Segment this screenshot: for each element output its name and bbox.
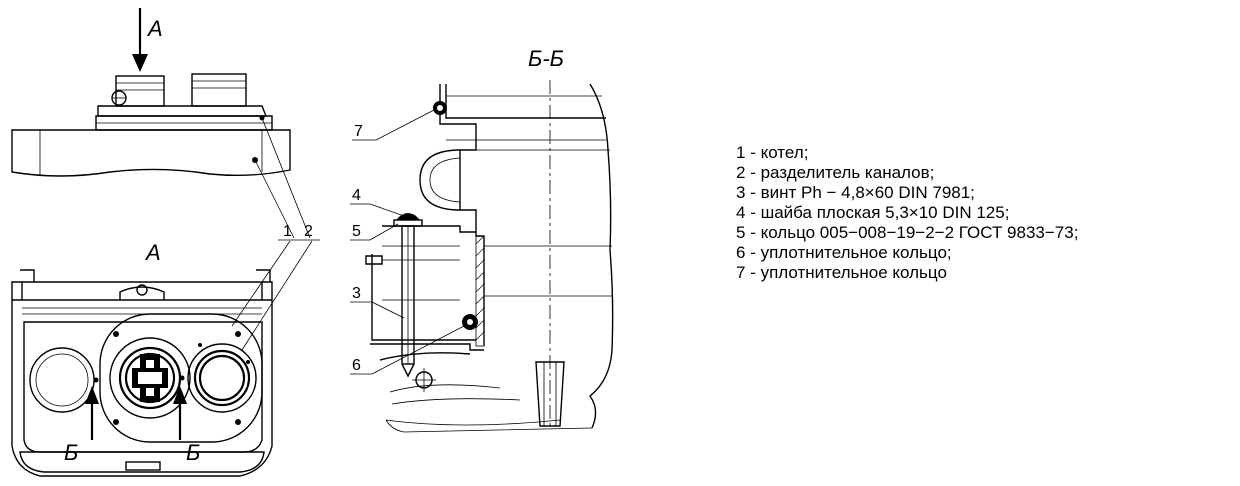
flue-opening-right xyxy=(187,343,257,413)
parts-legend: 1 - котел; 2 - разделитель каналов; 3 - … xyxy=(736,143,1078,283)
legend-item: 6 - уплотнительное кольцо; xyxy=(736,243,952,262)
legend-item: 3 - винт Ph − 4,8×60 DIN 7981; xyxy=(736,183,975,202)
view-a: А xyxy=(11,240,273,477)
legend-number: 3 xyxy=(736,183,746,202)
legend-number: 6 xyxy=(736,243,746,262)
callout-3: 3 xyxy=(352,285,361,302)
legend-text: уплотнительное кольцо; xyxy=(760,243,952,262)
callout-6: 6 xyxy=(352,357,361,374)
flue-opening-middle xyxy=(109,337,191,419)
legend-text: разделитель каналов; xyxy=(760,163,935,182)
legend-item: 2 - разделитель каналов; xyxy=(736,163,935,182)
legend-text: кольцо 005−008−19−2−2 ГОСТ 9833−73; xyxy=(760,223,1079,242)
legend-number: 2 xyxy=(736,163,746,182)
callout-1: 1 xyxy=(283,223,292,240)
section-mark-right: Б xyxy=(186,440,200,465)
legend-text: котел; xyxy=(760,143,809,162)
washer-4 xyxy=(396,213,420,220)
view-a-arrow-letter: А xyxy=(146,16,163,41)
legend-item: 4 - шайба плоская 5,3×10 DIN 125; xyxy=(736,203,1010,222)
legend-item: 7 - уплотнительное кольцо xyxy=(736,263,947,282)
flue-pipe-left xyxy=(115,75,165,107)
section-mark-left: Б xyxy=(64,440,78,465)
channel-divider-plate xyxy=(99,313,263,443)
legend-text: шайба плоская 5,3×10 DIN 125; xyxy=(760,203,1010,222)
flue-pipe-right xyxy=(191,73,247,107)
callout-4: 4 xyxy=(352,187,361,204)
callout-5: 5 xyxy=(352,223,361,240)
boiler-body xyxy=(11,129,291,177)
legend-text: винт Ph − 4,8×60 DIN 7981; xyxy=(760,183,975,202)
view-a-title: А xyxy=(144,240,161,265)
legend-item: 1 - котел; xyxy=(736,143,809,162)
section-b-b: Б-Б xyxy=(350,46,614,433)
boiler-side-view: А 1 2 xyxy=(11,8,320,351)
callout-7: 7 xyxy=(354,123,363,140)
section-title: Б-Б xyxy=(528,46,564,71)
air-opening-left xyxy=(29,347,95,413)
legend-number: 1 xyxy=(736,143,746,162)
legend-number: 7 xyxy=(736,263,746,282)
legend-number: 4 xyxy=(736,203,746,222)
legend-item: 5 - кольцо 005−008−19−2−2 ГОСТ 9833−73; xyxy=(736,223,1079,242)
callout-2: 2 xyxy=(304,223,313,240)
legend-text: уплотнительное кольцо xyxy=(760,263,947,282)
boiler-casing-top xyxy=(11,281,273,477)
legend-number: 5 xyxy=(736,223,746,242)
